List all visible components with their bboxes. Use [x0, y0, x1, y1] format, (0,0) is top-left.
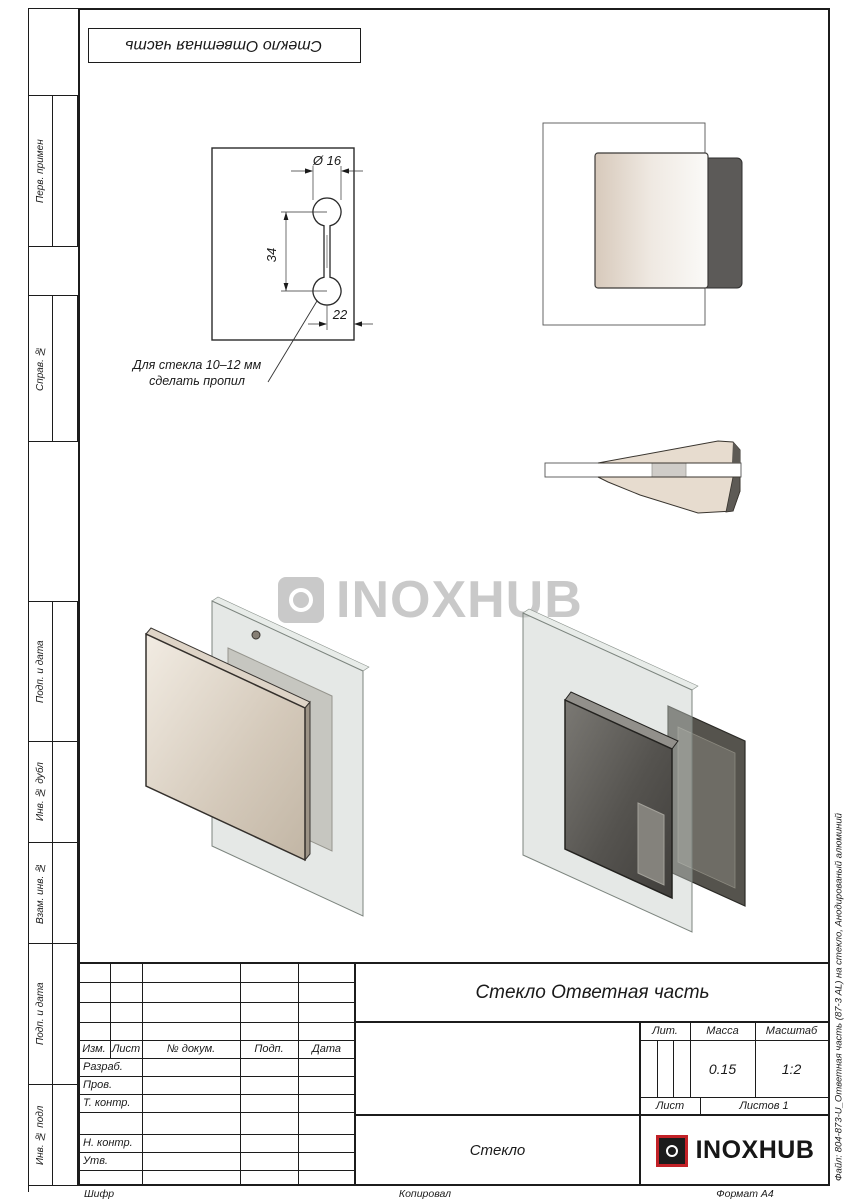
tb-masshtab-value: 1:2: [781, 1060, 802, 1077]
inoxhub-watermark-icon: [278, 577, 324, 623]
dim-slot-label: 34: [264, 248, 279, 262]
margin-label-perv-primen: Перв. примен: [35, 139, 46, 203]
front-clamp-plate: [594, 152, 709, 289]
brand-name: INOXHUB: [695, 1136, 815, 1164]
margin-label-sprav-no: Справ. №: [35, 345, 46, 392]
tb-masshtab-label: Масштаб: [765, 1025, 818, 1037]
material-cell: Стекло: [469, 1142, 526, 1159]
tb-row-razrab: Разраб.: [83, 1061, 123, 1073]
clamp-slot: [637, 802, 665, 886]
margin-label-inv-dubl: Инв. № дубл: [35, 762, 46, 822]
tb-row-nkontr: Н. контр.: [83, 1137, 133, 1149]
glass-edge: [544, 462, 742, 478]
tb-row-prov: Пров.: [83, 1079, 113, 1091]
tb-header-izm: Изм.: [82, 1043, 106, 1055]
tb-header-data: Дата: [311, 1043, 342, 1055]
tb-massa-label: Масса: [706, 1025, 739, 1037]
screw: [251, 630, 261, 640]
inoxhub-logo-icon: [655, 1134, 688, 1167]
rotated-designation-stamp: Стекло Ответная часть: [88, 28, 360, 62]
front-view: [542, 122, 743, 326]
top-jaw-edge: [732, 442, 740, 463]
bottom-jaw: [597, 476, 741, 514]
footer-kopiroval: Копировал: [398, 1187, 452, 1200]
cut-note-line1: Для стекла 10–12 мм: [132, 358, 262, 372]
cut-note-line2: сделать пропил: [149, 373, 245, 388]
iso-view-back-side: [522, 608, 746, 933]
note-leader-line: [267, 300, 318, 383]
part-title: Стекло Ответная часть: [475, 981, 710, 1003]
file-name-label: Файл: 804-873-U_Ответная часть (87-3 AL)…: [833, 813, 845, 1181]
tb-list-label: Лист: [655, 1100, 685, 1112]
tb-row-utv: Утв.: [83, 1155, 108, 1167]
rotated-designation-text: Стекло Ответная часть: [125, 37, 323, 54]
margin-label-vzam-inv: Взам. инв. №: [35, 861, 46, 925]
margin-label-podp-data-2: Подп. и дата: [35, 982, 46, 1046]
bottom-jaw-edge: [725, 476, 741, 513]
tb-header-doc: № докум.: [166, 1043, 216, 1055]
iso-view-front-side: [145, 596, 370, 917]
footer-shifr: Шифр: [84, 1187, 115, 1200]
side-view: [544, 440, 742, 514]
tb-listov-value: Листов 1: [739, 1100, 789, 1112]
margin-label-podp-data-1: Подп. и дата: [35, 640, 46, 703]
tb-lit-label: Лит.: [652, 1025, 678, 1037]
tb-row-tkontr: Т. контр.: [83, 1097, 131, 1109]
brand-logo: INOXHUB: [642, 1117, 828, 1184]
clamp-face: [145, 632, 306, 862]
cut-note: Для стекла 10–12 мм сделать пропил: [112, 358, 282, 389]
tb-header-podp: Подп.: [254, 1043, 284, 1055]
slot-dimension-view: Ø 16 34 22: [211, 147, 373, 383]
dim-diameter-label: Ø 16: [312, 153, 342, 168]
watermark: INOXHUB: [278, 570, 583, 630]
tb-header-list: Лист: [111, 1043, 141, 1055]
top-jaw: [597, 440, 741, 464]
dim-offset-label: 22: [332, 307, 348, 322]
tb-massa-value: 0.15: [708, 1060, 737, 1077]
margin-label-inv-podl: Инв. № подл: [35, 1105, 46, 1165]
footer-format: Формат А4: [716, 1187, 774, 1200]
